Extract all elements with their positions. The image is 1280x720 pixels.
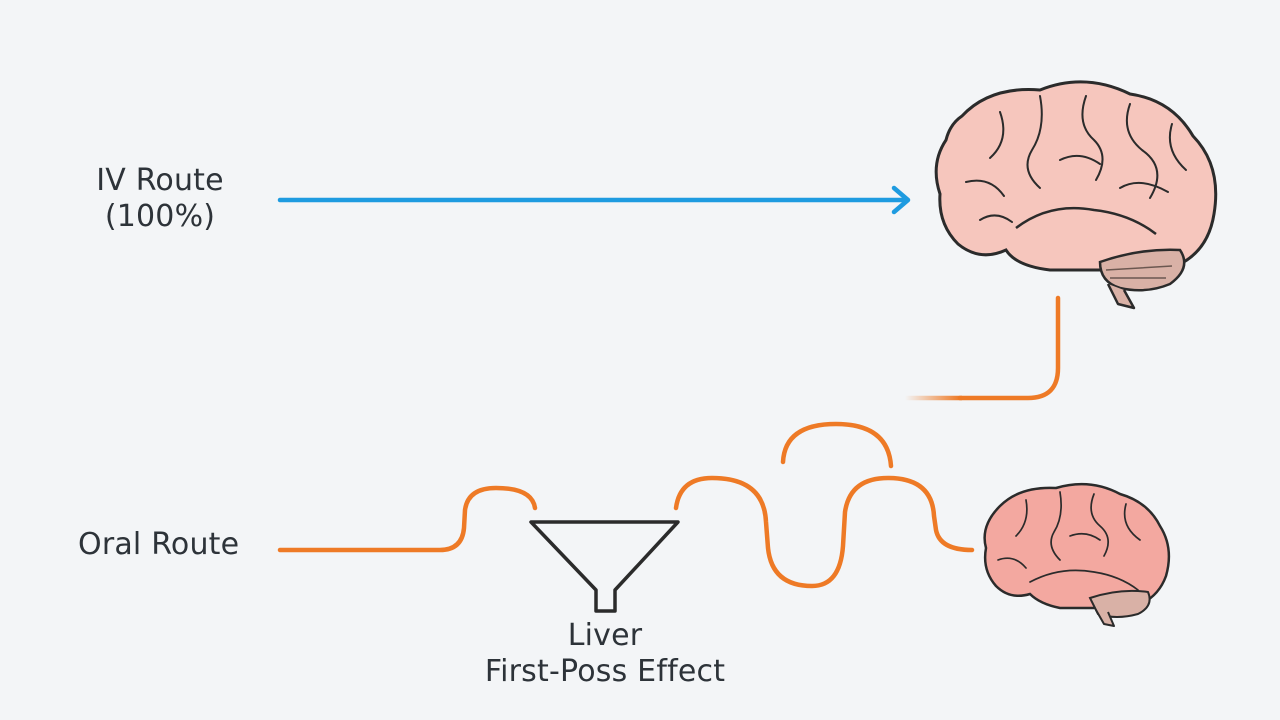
brain-icon-small [983,482,1171,627]
oral-path-hump [780,421,894,469]
funnel-icon [529,520,680,613]
oral-path [277,485,538,553]
iv-route-label: IV Route (100%) [60,163,260,235]
brain-icon-large [934,80,1218,310]
oral-route-label: Oral Route [78,527,240,562]
oral-path-after-liver [673,475,975,589]
liver-title: Liver [567,618,643,653]
upper-connector [957,295,1061,401]
iv-route-percent: (100%) [104,199,216,234]
liver-label: Liver First-Poss Effect [450,618,760,690]
first-pass-effect-label: First-Poss Effect [484,654,726,689]
iv-arrowhead [891,185,911,215]
iv-route-title: IV Route [96,163,224,198]
